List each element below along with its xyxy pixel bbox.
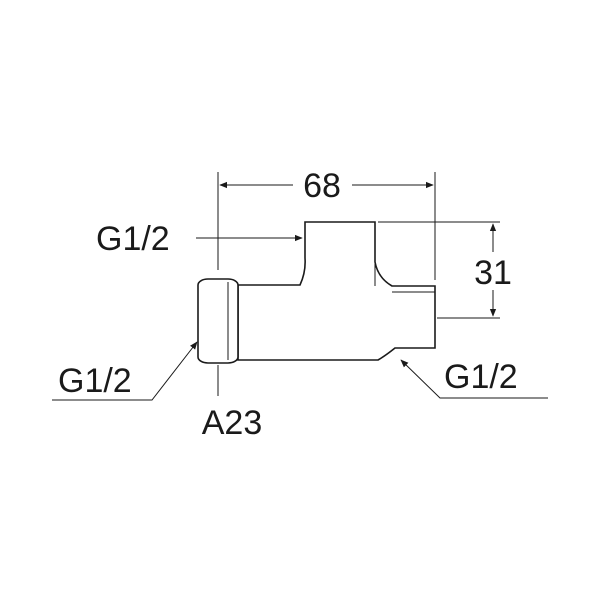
dim-31-label: 31 <box>474 254 512 292</box>
top-thread-label: G1/2 <box>96 220 170 258</box>
right-thread-label: G1/2 <box>444 358 518 396</box>
dimension-31: 31 <box>378 221 512 319</box>
left-leader-line <box>52 341 198 401</box>
left-thread-label: G1/2 <box>58 362 132 400</box>
dimension-68: 68 <box>217 167 436 280</box>
main-body-outline <box>237 221 436 361</box>
a23-label: A23 <box>202 404 263 442</box>
top-thread-callout: G1/2 <box>96 220 303 258</box>
dim-68-label: 68 <box>303 167 341 205</box>
left-thread-callout: G1/2 <box>52 341 198 401</box>
left-hex-nut <box>197 278 239 364</box>
right-leader-line <box>400 359 548 399</box>
a23-callout: A23 <box>202 365 263 442</box>
tee-fitting-body <box>197 221 436 364</box>
right-thread-callout: G1/2 <box>400 358 548 399</box>
